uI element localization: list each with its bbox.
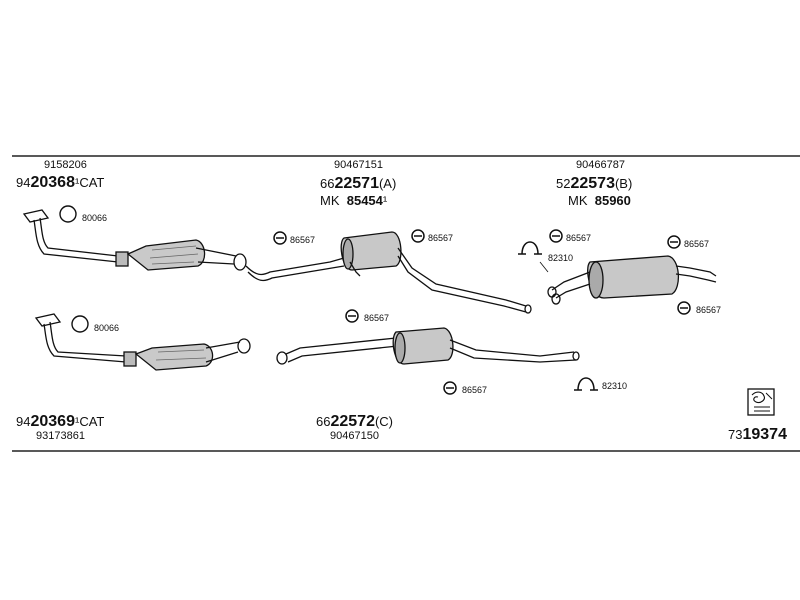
top-right-part-main: 22573: [570, 175, 615, 192]
top-middle-part-suffix: (A): [378, 176, 397, 191]
top-middle-part-number: 6622571(A): [320, 176, 396, 192]
rear-silencer-b: [547, 255, 717, 305]
hanger-86567-d-label: 86567: [684, 239, 710, 249]
top-right-part-suffix: (B): [614, 176, 633, 191]
kit-prefix: 73: [728, 427, 743, 442]
top-right-part-number: 5222573(B): [556, 176, 632, 192]
top-middle-part-main: 22571: [334, 175, 379, 192]
top-right-mk-label: MK: [568, 193, 588, 208]
clamp-82310-top-label: 82310: [548, 253, 574, 263]
ring-80066-bottom-label: 80066: [94, 323, 120, 333]
kit-main: 19374: [742, 426, 787, 443]
bottom-middle-part-number: 6622572(C): [316, 414, 393, 430]
kit-number: 7319374: [728, 427, 787, 443]
hanger-86567-g-label: 86567: [462, 385, 488, 395]
hanger-86567-b-label: 86567: [428, 233, 454, 243]
leader-lines: [539, 261, 549, 273]
top-left-part-prefix: 94: [16, 175, 31, 190]
ring-80066-bottom-icon: [71, 315, 89, 333]
top-left-part-suffix: CAT: [79, 175, 105, 190]
bottom-left-part-number: 9420369¹CAT: [16, 414, 104, 430]
top-right-mk: MK 85960: [568, 194, 631, 207]
top-right-oe-number: 90466787: [576, 159, 625, 171]
top-right-part-prefix: 52: [556, 176, 571, 191]
hanger-icon: [273, 229, 691, 395]
top-middle-oe-number: 90467151: [334, 159, 383, 171]
top-middle-mk-mark: ¹: [382, 193, 388, 208]
bottom-left-part-suffix: CAT: [79, 414, 105, 429]
ring-80066-top-icon: [59, 205, 77, 223]
bottom-middle-part-main: 22572: [330, 413, 375, 430]
clamp-82310-bottom-label: 82310: [602, 381, 628, 391]
bottom-middle-part-suffix: (C): [374, 414, 394, 429]
bottom-middle-part-prefix: 66: [316, 414, 331, 429]
bottom-left-part-main: 20369: [30, 413, 75, 430]
bottom-left-part-mark: ¹: [74, 414, 80, 429]
middle-silencer-a: [245, 231, 532, 314]
hanger-86567-c-label: 86567: [566, 233, 592, 243]
clamp-icon: [518, 241, 598, 391]
hanger-86567-e-label: 86567: [696, 305, 722, 315]
middle-silencer-c: [276, 327, 580, 365]
top-middle-part-prefix: 66: [320, 176, 335, 191]
bottom-left-part-prefix: 94: [16, 414, 31, 429]
top-left-part-main: 20368: [30, 174, 75, 191]
kit-box-icon: [747, 388, 775, 416]
ring-80066-top-label: 80066: [82, 213, 108, 223]
front-pipe-cat-bottom: [34, 313, 251, 371]
top-left-part-mark: ¹: [74, 175, 80, 190]
hanger-86567-f-label: 86567: [364, 313, 390, 323]
top-left-oe-number: 9158206: [44, 159, 87, 171]
top-right-mk-number: 85960: [594, 193, 631, 208]
top-middle-mk-label: MK: [320, 193, 340, 208]
front-pipe-cat-top: [22, 209, 247, 271]
top-middle-mk-number: 85454: [346, 193, 383, 208]
bottom-left-oe-number: 93173861: [36, 430, 85, 442]
top-left-part-number: 9420368¹CAT: [16, 175, 104, 191]
top-middle-mk: MK 85454¹: [320, 194, 387, 207]
hanger-86567-a-label: 86567: [290, 235, 316, 245]
bottom-middle-oe-number: 90467150: [330, 430, 379, 442]
